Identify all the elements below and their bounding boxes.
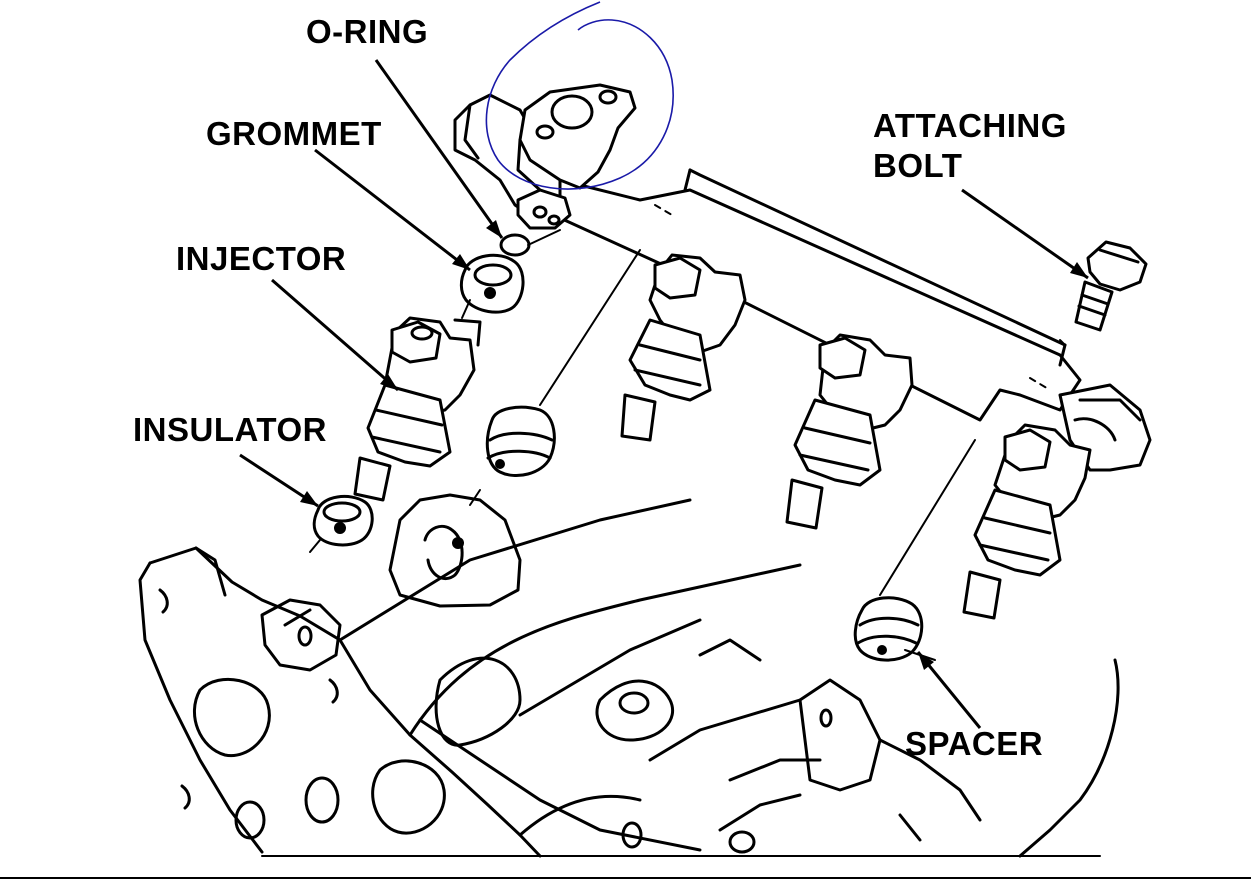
injector-rail-2	[785, 333, 914, 530]
fuel-rail	[453, 83, 1152, 472]
attaching-bolt-part	[1074, 240, 1148, 332]
label-insulator-group: INSULATOR	[133, 411, 327, 508]
label-injector-group: INJECTOR	[176, 240, 399, 392]
label-o-ring: O-RING	[306, 13, 428, 50]
label-attaching-bolt-group: ATTACHING BOLT	[873, 107, 1089, 280]
label-attaching-bolt-line2: BOLT	[873, 147, 962, 184]
leader-attaching-bolt	[961, 188, 1089, 280]
label-spacer: SPACER	[905, 725, 1043, 762]
injector-rail-1	[620, 253, 747, 442]
mounting-boss-rail	[260, 598, 342, 672]
mounting-boss-left	[388, 493, 522, 608]
grommet-rail-part	[485, 405, 556, 477]
leader-grommet	[314, 148, 471, 272]
leader-o-ring	[374, 59, 504, 239]
label-grommet-group: GROMMET	[206, 115, 471, 272]
spacer-part	[853, 596, 924, 662]
injector-rail-3	[962, 423, 1092, 620]
label-grommet: GROMMET	[206, 115, 382, 152]
label-insulator: INSULATOR	[133, 411, 327, 448]
annotation-circle	[485, 1, 674, 190]
label-o-ring-group: O-RING	[306, 13, 504, 239]
grommet-part	[459, 253, 525, 314]
alignment-lines	[309, 229, 1066, 661]
label-spacer-group: SPACER	[905, 651, 1043, 762]
label-attaching-bolt-line1: ATTACHING	[873, 107, 1067, 144]
injector-part	[353, 316, 482, 502]
insulator-part	[312, 494, 374, 547]
intake-manifold	[0, 498, 1251, 879]
label-injector: INJECTOR	[176, 240, 346, 277]
leader-injector	[271, 278, 399, 392]
o-ring-part	[499, 233, 531, 257]
